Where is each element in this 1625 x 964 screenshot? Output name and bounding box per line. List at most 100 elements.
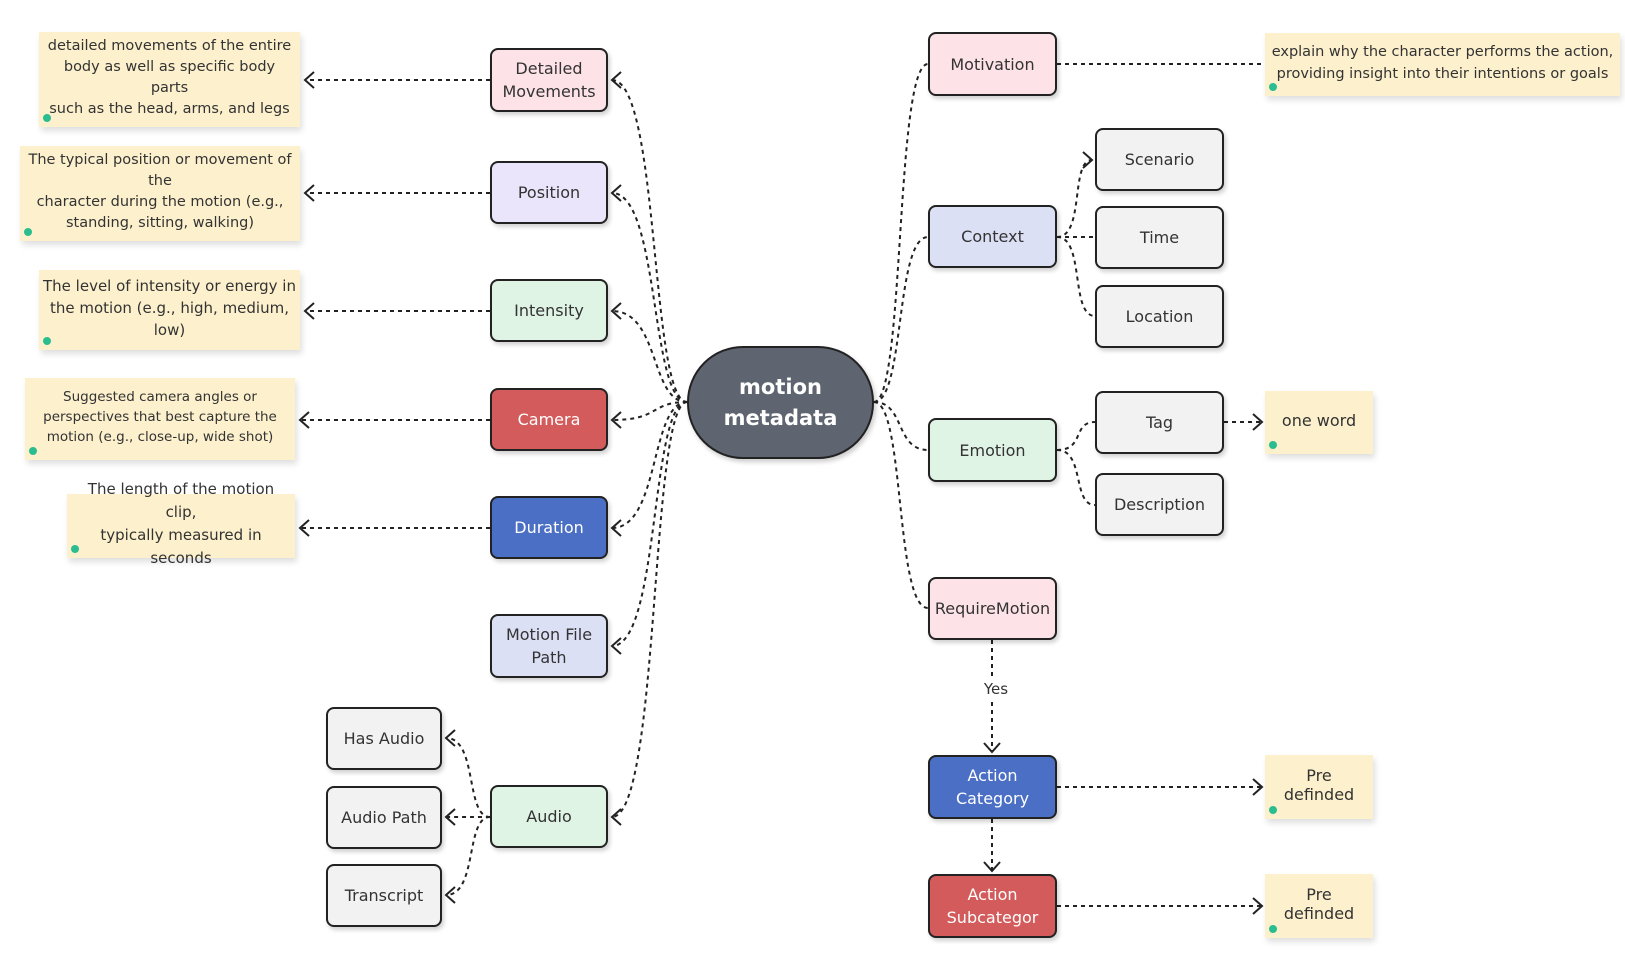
- node-has-audio[interactable]: Has Audio: [326, 707, 442, 770]
- node-intensity[interactable]: Intensity: [490, 279, 608, 342]
- node-label: Tag: [1145, 413, 1174, 432]
- note-text: Pre definded: [1283, 885, 1355, 923]
- note-marker-icon: [1269, 925, 1277, 933]
- node-description[interactable]: Description: [1095, 473, 1224, 536]
- note-duration: The length of the motion clip, typically…: [67, 480, 295, 567]
- node-label: Detailed Movements: [502, 59, 596, 101]
- node-camera[interactable]: Camera: [490, 388, 608, 451]
- edge-label-yes: Yes: [983, 680, 1009, 698]
- node-label: Motivation: [950, 54, 1035, 74]
- connector-emotion-child: [1056, 421, 1096, 451]
- connector-center-right: [873, 63, 929, 403]
- arrow-head: [1252, 413, 1264, 431]
- node-label: Intensity: [514, 301, 584, 320]
- note-text: The level of intensity or energy in the …: [43, 277, 296, 339]
- node-audio[interactable]: Audio: [490, 785, 608, 848]
- note-text: Pre definded: [1283, 766, 1355, 804]
- note-marker-icon: [1269, 806, 1277, 814]
- node-label: Motion File Path: [505, 625, 593, 667]
- node-context[interactable]: Context: [928, 205, 1057, 268]
- node-label: Camera: [517, 410, 581, 429]
- node-motivation[interactable]: Motivation: [928, 32, 1057, 96]
- note-action-subcategory: Pre definded: [1265, 874, 1373, 938]
- arrow-head: [444, 808, 456, 826]
- arrow-head: [1082, 151, 1094, 169]
- node-label: Description: [1113, 495, 1206, 514]
- arrow-head: [983, 861, 1001, 873]
- connector-center-left: [611, 401, 688, 818]
- note-text: one word: [1281, 411, 1357, 430]
- arrow-head: [610, 519, 622, 537]
- node-tag[interactable]: Tag: [1095, 391, 1224, 454]
- note-marker-icon: [24, 228, 32, 236]
- arrow-head: [610, 637, 622, 655]
- note-tag: one word: [1265, 391, 1373, 454]
- connector-center-left: [611, 401, 688, 647]
- connector-audio-child: [445, 816, 491, 896]
- arrow-head: [303, 184, 315, 202]
- node-scenario[interactable]: Scenario: [1095, 128, 1224, 191]
- node-label: Audio: [526, 807, 572, 826]
- arrow-head: [610, 71, 622, 89]
- connector-center-right: [873, 401, 929, 609]
- connector-center-right: [873, 401, 929, 451]
- node-position[interactable]: Position: [490, 161, 608, 224]
- connector-audio-child: [445, 737, 491, 818]
- note-text: explain why the character performs the a…: [1271, 43, 1614, 82]
- connector-center-left: [611, 401, 688, 421]
- node-label: Context: [961, 227, 1024, 246]
- note-marker-icon: [43, 114, 51, 122]
- note-intensity: The level of intensity or energy in the …: [39, 270, 300, 350]
- node-time[interactable]: Time: [1095, 206, 1224, 269]
- connector-center-right: [873, 236, 929, 403]
- node-label: Audio Path: [341, 808, 427, 827]
- arrow-head: [298, 411, 310, 429]
- arrow-head: [983, 742, 1001, 754]
- note-marker-icon: [71, 545, 79, 553]
- node-label: Duration: [514, 518, 584, 537]
- note-detailed-movements: detailed movements of the entire body as…: [39, 32, 300, 127]
- note-text: Suggested camera angles or perspectives …: [43, 389, 277, 445]
- node-emotion[interactable]: Emotion: [928, 418, 1057, 482]
- connector-context-child: [1056, 159, 1093, 238]
- arrow-head: [444, 886, 456, 904]
- connector-center-left: [611, 401, 688, 529]
- note-marker-icon: [29, 447, 37, 455]
- arrow-head: [303, 302, 315, 320]
- arrow-head: [610, 302, 622, 320]
- node-action-category[interactable]: Action Category: [928, 755, 1057, 819]
- note-position: The typical position or movement of the …: [20, 146, 300, 241]
- note-text: detailed movements of the entire body as…: [47, 37, 292, 117]
- arrow-head: [444, 729, 456, 747]
- node-detailed-movements[interactable]: Detailed Movements: [490, 48, 608, 112]
- note-text: The length of the motion clip, typically…: [87, 480, 275, 567]
- arrow-head: [610, 411, 622, 429]
- note-marker-icon: [1269, 83, 1277, 91]
- note-motivation: explain why the character performs the a…: [1265, 33, 1620, 96]
- arrow-head: [610, 808, 622, 826]
- node-motion-file-path[interactable]: Motion File Path: [490, 614, 608, 678]
- node-label: Time: [1139, 228, 1180, 247]
- node-label: Transcript: [344, 886, 424, 905]
- node-location[interactable]: Location: [1095, 285, 1224, 348]
- node-audio-path[interactable]: Audio Path: [326, 786, 442, 849]
- node-label: Emotion: [959, 440, 1026, 460]
- node-duration[interactable]: Duration: [490, 496, 608, 559]
- arrow-head: [1252, 778, 1264, 796]
- connector-emotion-child: [1056, 449, 1096, 506]
- arrow-head: [610, 184, 622, 202]
- arrow-head: [298, 519, 310, 537]
- node-label: Location: [1125, 307, 1194, 326]
- node-transcript[interactable]: Transcript: [326, 864, 442, 927]
- note-camera: Suggested camera angles or perspectives …: [25, 378, 295, 460]
- central-node-motion-metadata[interactable]: motion metadata: [687, 346, 874, 459]
- node-requiremotion[interactable]: RequireMotion: [928, 577, 1057, 640]
- node-label: Scenario: [1124, 150, 1195, 169]
- node-action-subcategory[interactable]: Action Subcategor: [928, 874, 1057, 938]
- arrow-head: [303, 71, 315, 89]
- note-action-category: Pre definded: [1265, 755, 1373, 819]
- arrow-head: [1252, 897, 1264, 915]
- connector-center-left: [611, 192, 688, 403]
- node-label: Position: [517, 183, 581, 202]
